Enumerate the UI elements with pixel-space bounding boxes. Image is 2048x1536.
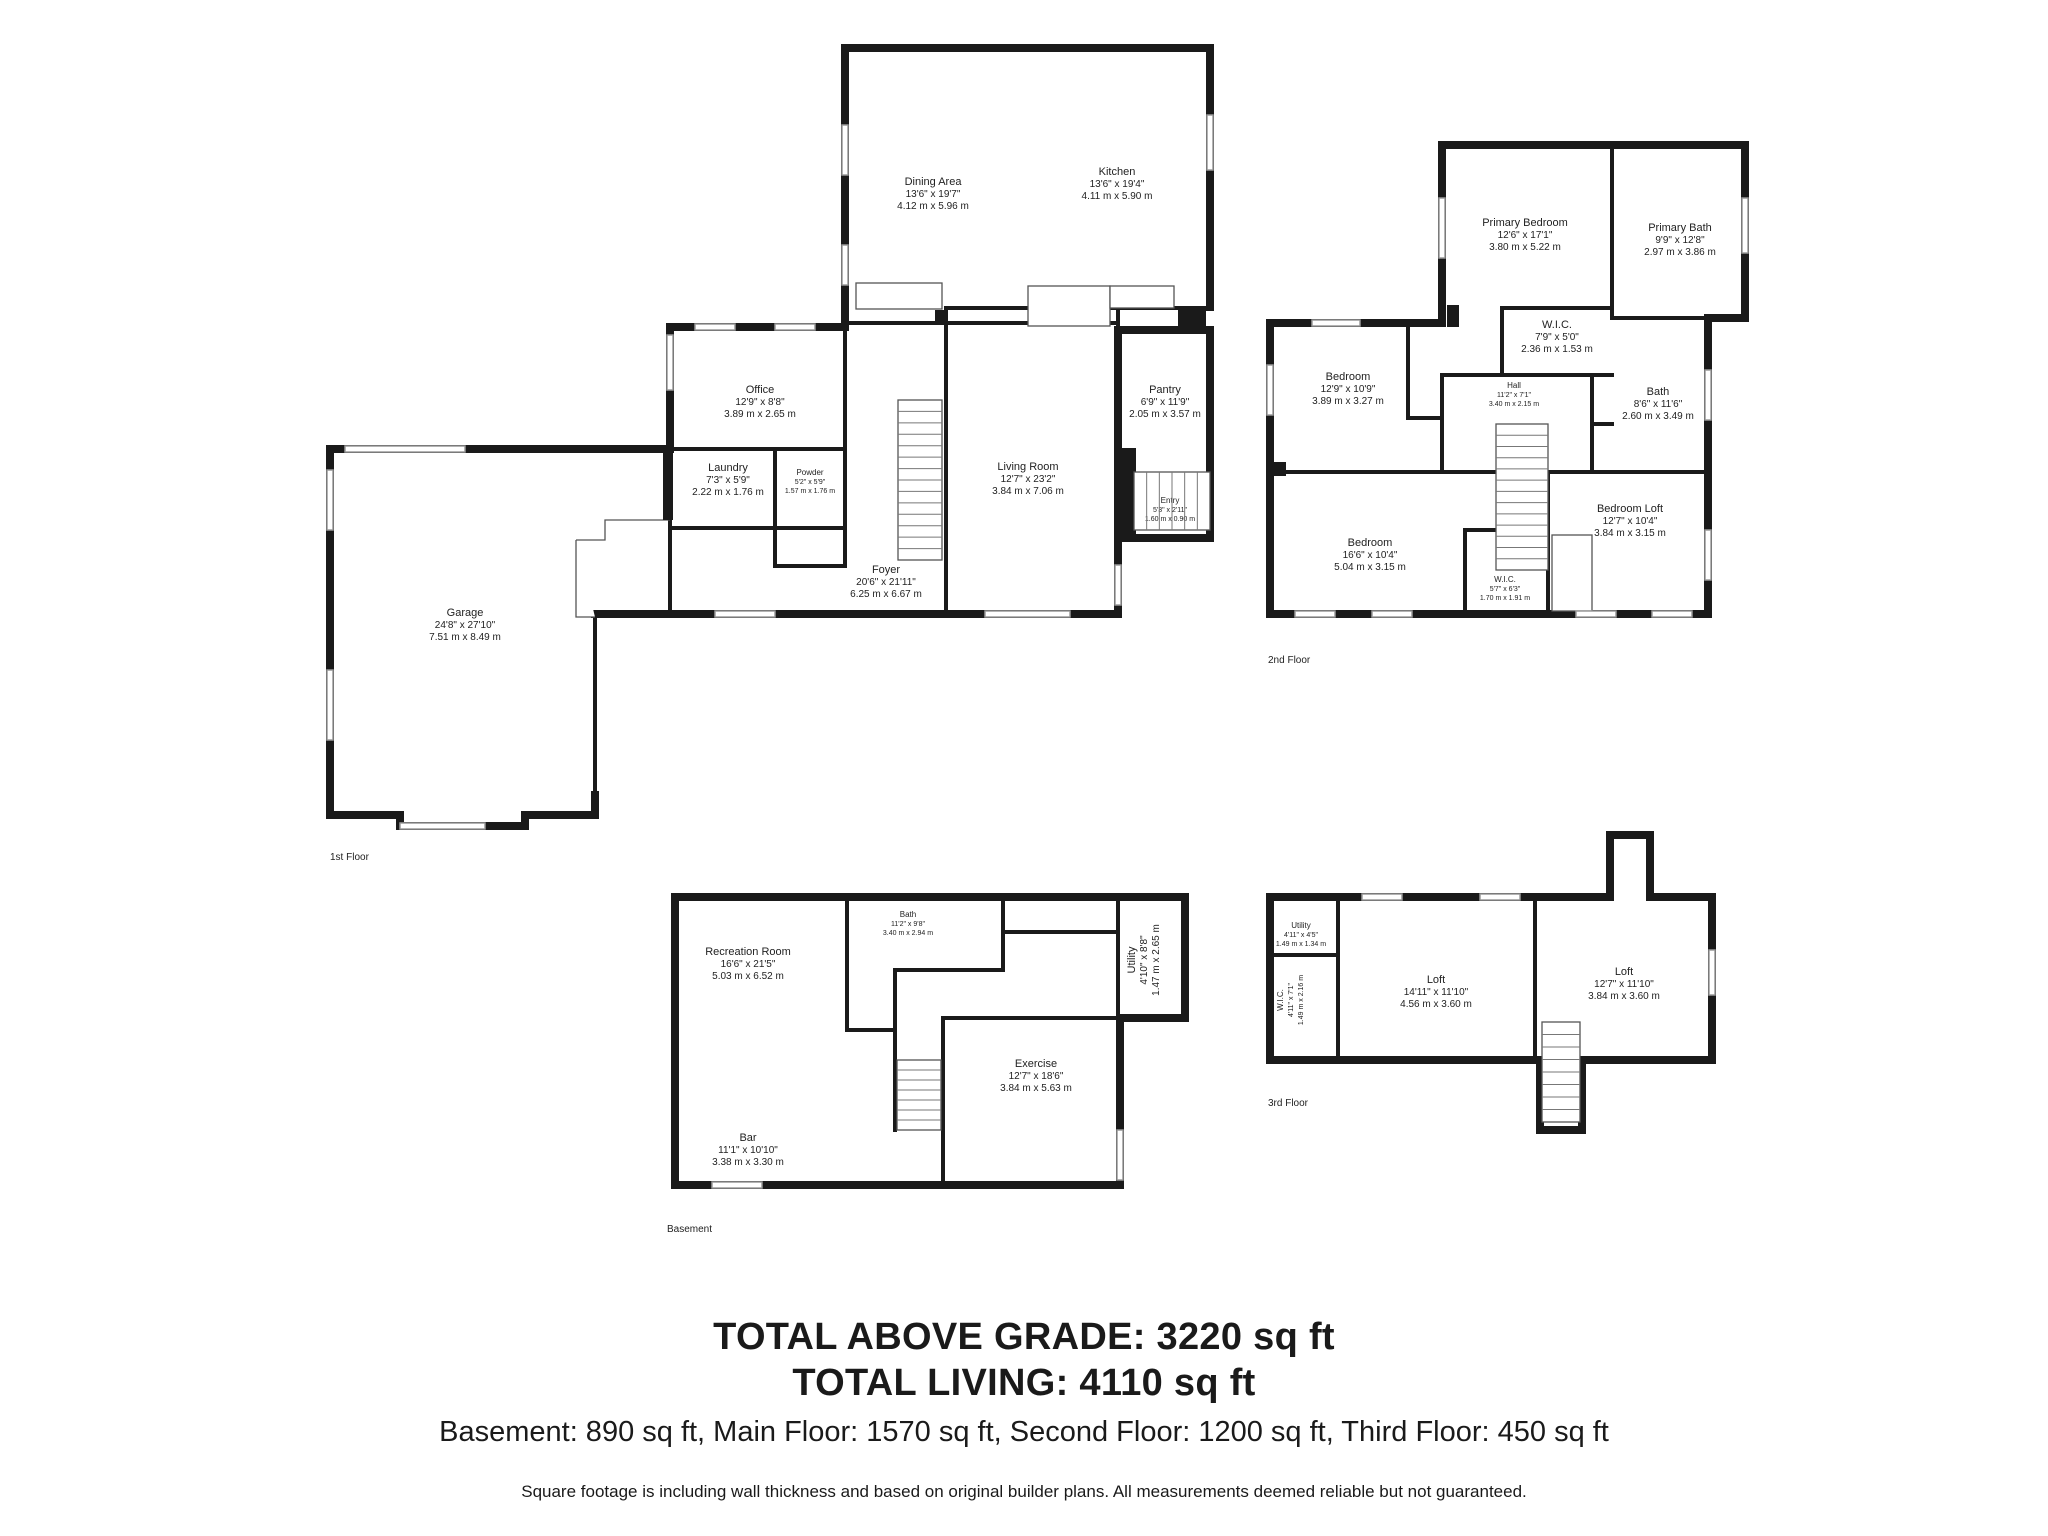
room-name-rec: Recreation Room [705, 946, 791, 958]
room-dim-imperial-office: 12'9" x 8'8" [735, 397, 785, 408]
room-dim-imperial-dining: 13'6" x 19'7" [906, 189, 961, 200]
room-dim-imperial-garage: 24'8" x 27'10" [435, 620, 496, 631]
room-dim-metric-bath2: 2.60 m x 3.49 m [1622, 411, 1694, 422]
room-name-powder: Powder [796, 468, 823, 477]
room-dim-imperial-laundry: 7'3" x 5'9" [706, 475, 750, 486]
room-dim-imperial-bedroom2: 16'6" x 10'4" [1343, 550, 1398, 561]
room-dim-metric-bedroom2: 5.04 m x 3.15 m [1334, 562, 1406, 573]
room-dim-metric-loft1: 4.56 m x 3.60 m [1400, 999, 1472, 1010]
room-dim-metric-bedloft: 3.84 m x 3.15 m [1594, 528, 1666, 539]
room-name-foyer: Foyer [872, 564, 900, 576]
room-dim-metric-rec: 5.03 m x 6.52 m [712, 971, 784, 982]
disclaimer: Square footage is including wall thickne… [521, 1482, 1527, 1501]
room-name-living: Living Room [997, 461, 1058, 473]
room-imperial-wic3: 4'11" x 7'1" [1288, 982, 1295, 1016]
room-dim-imperial-primary_bath: 9'9" x 12'8" [1655, 235, 1705, 246]
room-dim-metric-wic_primary: 2.36 m x 1.53 m [1521, 344, 1593, 355]
room-dim-imperial-rec: 16'6" x 21'5" [721, 959, 776, 970]
room-name-utility_b: Utility [1126, 946, 1138, 973]
room-metric-wic3: 1.49 m x 2.16 m [1298, 975, 1305, 1025]
room-name-kitchen: Kitchen [1099, 166, 1136, 178]
second-floor-plan [1266, 141, 1749, 618]
room-dim-imperial-loft2: 12'7" x 11'10" [1594, 979, 1654, 990]
floor-label-second: 2nd Floor [1268, 655, 1311, 666]
room-dim-imperial-bar: 11'1" x 10'10" [718, 1145, 778, 1156]
room-dim-metric-office: 3.89 m x 2.65 m [724, 409, 796, 420]
room-dim-imperial-entry: 5'3" x 2'11" [1153, 507, 1187, 514]
room-name-primary_bed: Primary Bedroom [1482, 217, 1568, 229]
room-dim-imperial-exercise: 12'7" x 18'6" [1009, 1071, 1064, 1082]
floor-label-basement: Basement [667, 1224, 712, 1235]
room-dim-metric-exercise: 3.84 m x 5.63 m [1000, 1083, 1072, 1094]
room-name-bedloft: Bedroom Loft [1597, 503, 1663, 515]
basement-plan [671, 893, 1189, 1189]
room-dim-metric-entry: 1.60 m x 0.90 m [1145, 516, 1195, 523]
room-dim-imperial-wic2: 5'7" x 6'3" [1490, 586, 1521, 593]
room-dim-metric-powder: 1.57 m x 1.76 m [785, 488, 835, 495]
total-above-grade: TOTAL ABOVE GRADE: 3220 sq ft [713, 1316, 1335, 1358]
room-name-wic2: W.I.C. [1494, 575, 1516, 584]
room-name-loft2: Loft [1615, 966, 1633, 978]
room-dim-imperial-bath_b: 11'2" x 9'8" [891, 921, 925, 928]
room-dim-metric-loft2: 3.84 m x 3.60 m [1588, 991, 1660, 1002]
room-dim-metric-bar: 3.38 m x 3.30 m [712, 1157, 784, 1168]
room-name-bedroom1: Bedroom [1326, 371, 1371, 383]
room-name-hall: Hall [1507, 381, 1521, 390]
room-dim-imperial-living: 12'7" x 23'2" [1001, 474, 1056, 485]
room-dim-metric-bedroom1: 3.89 m x 3.27 m [1312, 396, 1384, 407]
room-dim-metric-primary_bath: 2.97 m x 3.86 m [1644, 247, 1716, 258]
room-dim-imperial-bedloft: 12'7" x 10'4" [1603, 516, 1658, 527]
room-dim-metric-kitchen: 4.11 m x 5.90 m [1082, 191, 1153, 202]
room-dim-imperial-foyer: 20'6" x 21'11" [856, 577, 916, 588]
room-dim-metric-bath_b: 3.40 m x 2.94 m [883, 930, 933, 937]
room-dim-imperial-wic_primary: 7'9" x 5'0" [1535, 332, 1579, 343]
room-name-wic3: W.I.C. [1276, 989, 1285, 1011]
room-name-entry: Entry [1161, 496, 1180, 505]
room-name-bedroom2: Bedroom [1348, 537, 1393, 549]
room-name-bath_b: Bath [900, 910, 916, 919]
room-name-garage: Garage [447, 607, 484, 619]
floor-label-first: 1st Floor [330, 852, 370, 863]
room-dim-imperial-hall: 11'2" x 7'1" [1497, 392, 1531, 399]
room-dim-imperial-loft1: 14'11" x 11'10" [1404, 987, 1469, 998]
room-dim-imperial-bath2: 8'6" x 11'6" [1634, 399, 1683, 410]
room-dim-imperial-bedroom1: 12'9" x 10'9" [1321, 384, 1376, 395]
total-living: TOTAL LIVING: 4110 sq ft [792, 1362, 1256, 1404]
room-dim-imperial-utility3: 4'11" x 4'5" [1284, 932, 1318, 939]
room-dim-metric-dining: 4.12 m x 5.96 m [897, 201, 969, 212]
room-name-dining: Dining Area [905, 176, 963, 188]
room-dim-imperial-primary_bed: 12'6" x 17'1" [1498, 230, 1553, 241]
room-dim-metric-garage: 7.51 m x 8.49 m [429, 632, 501, 643]
room-dim-metric-primary_bed: 3.80 m x 5.22 m [1489, 242, 1561, 253]
room-dim-metric-foyer: 6.25 m x 6.67 m [850, 589, 922, 600]
room-dim-metric-laundry: 2.22 m x 1.76 m [692, 487, 764, 498]
room-name-pantry: Pantry [1149, 384, 1181, 396]
floor-label-third: 3rd Floor [1268, 1098, 1309, 1109]
floor-area-breakdown: Basement: 890 sq ft, Main Floor: 1570 sq… [439, 1416, 1609, 1448]
room-name-bath2: Bath [1647, 386, 1670, 398]
room-name-office: Office [746, 384, 775, 396]
room-dim-metric-hall: 3.40 m x 2.15 m [1489, 401, 1539, 408]
room-metric-utility_b: 1.47 m x 2.65 m [1151, 924, 1162, 996]
room-name-utility3: Utility [1291, 921, 1311, 930]
room-name-bar: Bar [739, 1132, 756, 1144]
room-name-exercise: Exercise [1015, 1058, 1057, 1070]
room-dim-metric-utility3: 1.49 m x 1.34 m [1276, 941, 1326, 948]
room-name-primary_bath: Primary Bath [1648, 222, 1712, 234]
room-dim-imperial-powder: 5'2" x 5'9" [795, 479, 826, 486]
room-dim-metric-pantry: 2.05 m x 3.57 m [1129, 409, 1201, 420]
room-dim-metric-wic2: 1.70 m x 1.91 m [1480, 595, 1530, 602]
room-dim-imperial-pantry: 6'9" x 11'9" [1141, 397, 1190, 408]
room-imperial-utility_b: 4'10" x 8'8" [1139, 935, 1150, 985]
room-name-laundry: Laundry [708, 462, 748, 474]
room-label-wic3: W.I.C.4'11" x 7'1"1.49 m x 2.16 m [1276, 975, 1305, 1025]
room-dim-metric-living: 3.84 m x 7.06 m [992, 486, 1064, 497]
room-name-wic_primary: W.I.C. [1542, 319, 1572, 331]
room-dim-imperial-kitchen: 13'6" x 19'4" [1090, 179, 1145, 190]
first-floor-plan [326, 44, 1214, 830]
room-name-loft1: Loft [1427, 974, 1445, 986]
